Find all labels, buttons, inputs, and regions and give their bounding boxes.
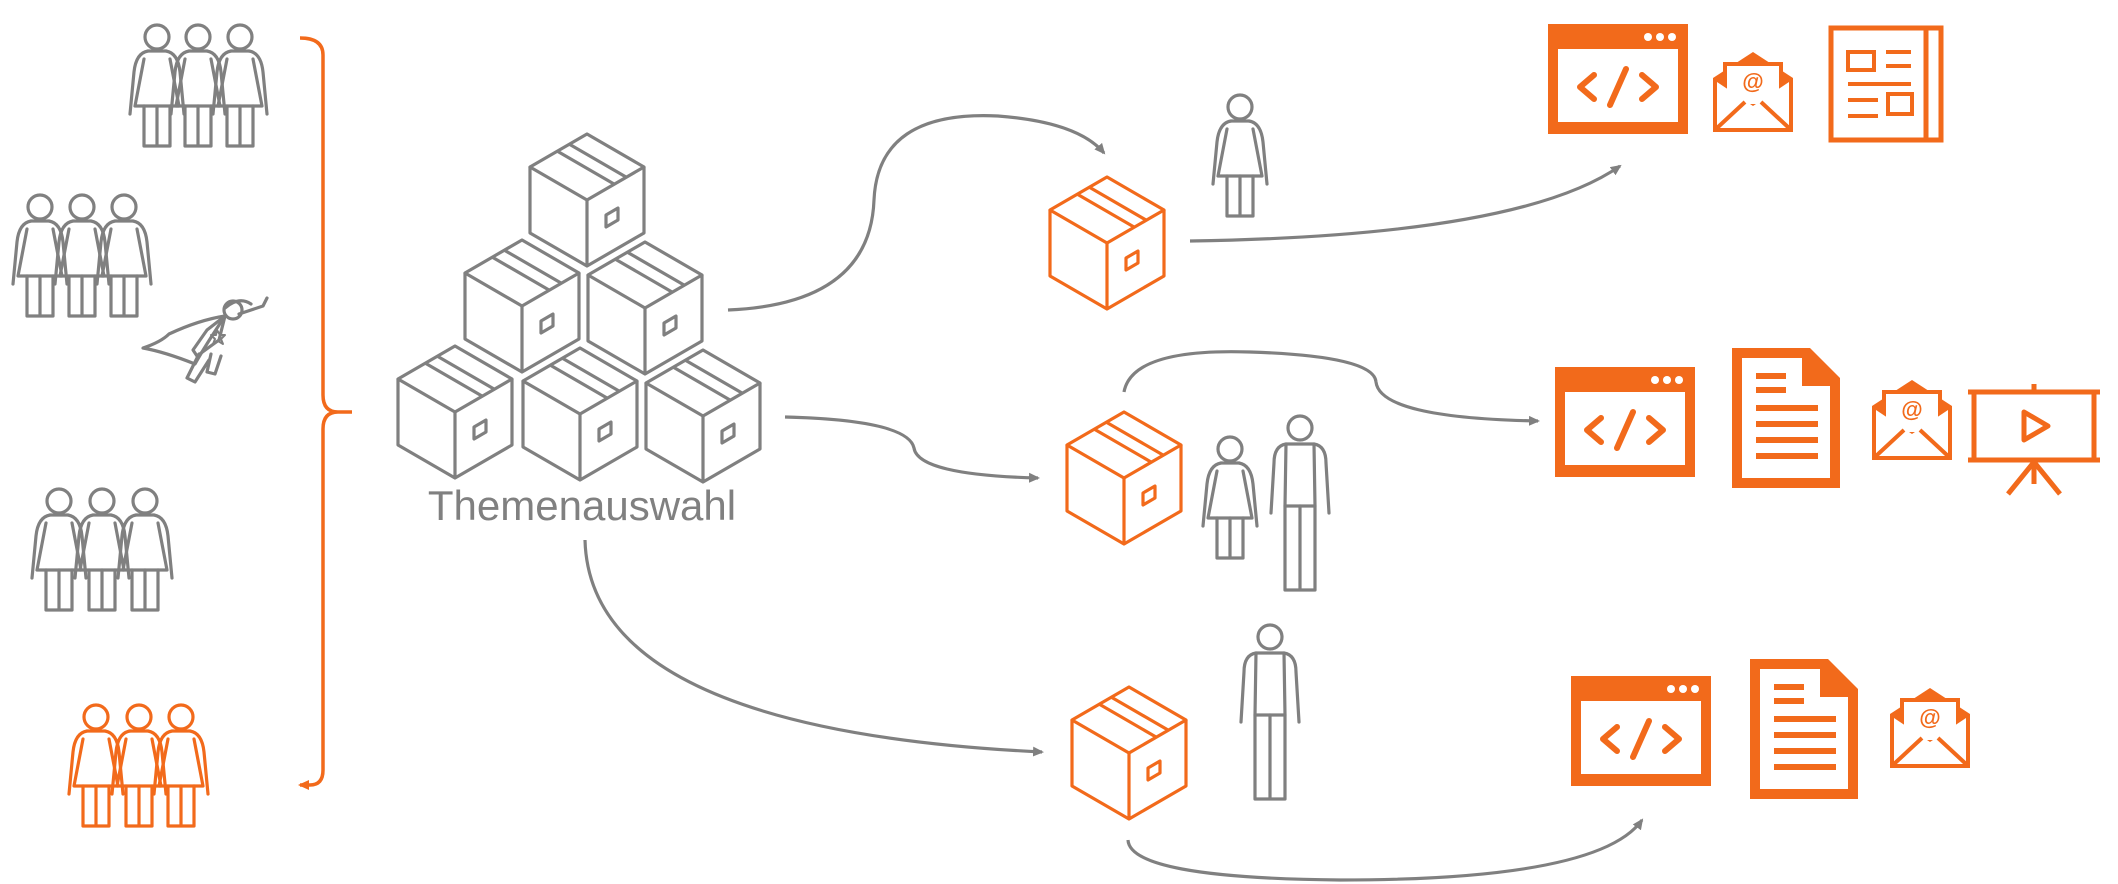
box-icon xyxy=(528,132,646,268)
email-icon xyxy=(1711,50,1795,134)
topic-box-stack xyxy=(396,132,762,484)
group-women-middle xyxy=(30,487,174,612)
branch-2 xyxy=(1065,348,2100,592)
group-women-top xyxy=(128,23,269,148)
group-women-target xyxy=(67,703,210,828)
branch-1 xyxy=(1048,24,1941,311)
curve-box-1-to-formats xyxy=(1189,164,1622,243)
code-window-icon xyxy=(1555,367,1695,477)
group-women-hero xyxy=(11,193,269,384)
box-icon xyxy=(1065,410,1183,546)
box-icon xyxy=(1070,685,1188,821)
woman-icon xyxy=(1201,435,1259,560)
document-icon xyxy=(1750,659,1858,799)
box-icon xyxy=(586,240,704,376)
curve-stack-to-box-2 xyxy=(784,415,1040,483)
superhero-icon xyxy=(141,296,269,384)
box-icon xyxy=(1048,175,1166,311)
man-icon xyxy=(1239,623,1301,801)
newspaper-icon xyxy=(1831,28,1941,140)
document-icon xyxy=(1732,348,1840,488)
code-window-icon xyxy=(1548,24,1688,134)
woman-icon xyxy=(1211,93,1269,218)
box-icon xyxy=(463,238,581,374)
audience-groups xyxy=(11,23,269,828)
woman-icon xyxy=(116,487,174,612)
code-window-icon xyxy=(1571,676,1711,786)
curve-box-2-to-formats xyxy=(1122,350,1540,426)
woman-icon xyxy=(152,703,210,828)
curve-box-3-to-formats xyxy=(1126,818,1644,882)
box-icon xyxy=(396,344,514,480)
email-icon xyxy=(1870,378,1954,462)
box-icon xyxy=(521,346,639,482)
bracket-connector xyxy=(300,36,352,785)
connector-curves xyxy=(583,114,1644,882)
email-icon xyxy=(1888,686,1972,770)
curve-stack-to-box-3 xyxy=(583,539,1044,757)
woman-icon xyxy=(211,23,269,148)
curve-stack-to-box-1 xyxy=(727,114,1106,312)
box-icon xyxy=(644,348,762,484)
woman-icon xyxy=(128,23,186,148)
man-icon xyxy=(1269,414,1331,592)
presentation-icon xyxy=(1968,384,2100,494)
center-label: Themenauswahl xyxy=(428,482,736,529)
woman-icon xyxy=(95,193,153,318)
branch-3 xyxy=(1070,623,1972,821)
